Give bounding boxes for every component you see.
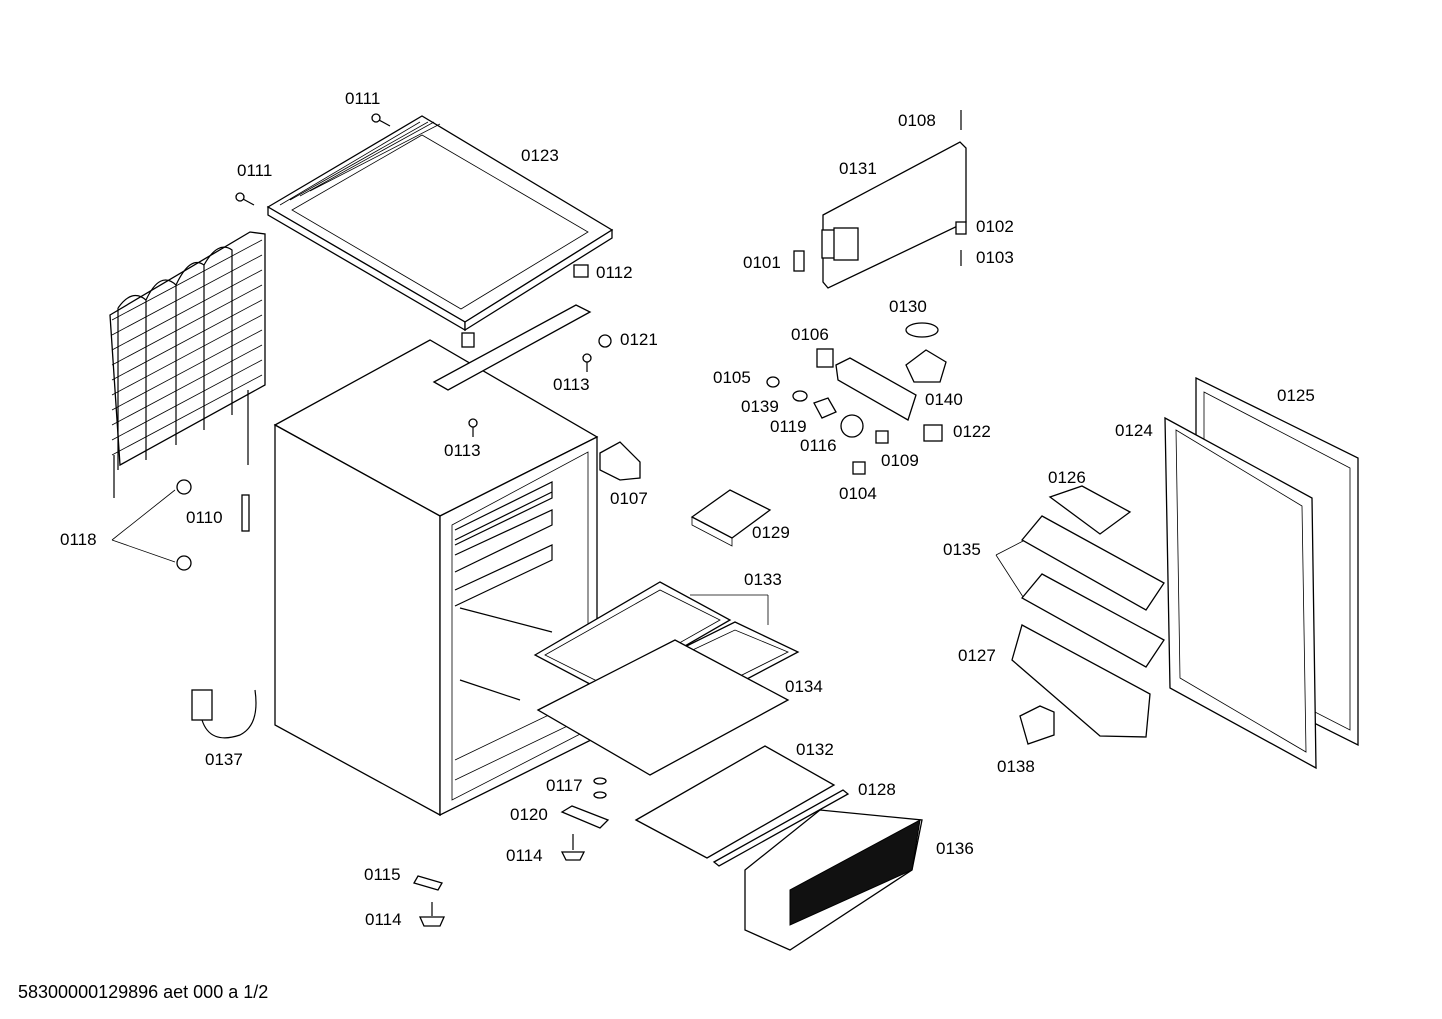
part-label-0117: 0117 bbox=[546, 776, 583, 795]
part-label-0115: 0115 bbox=[364, 865, 401, 884]
part-label-0134: 0134 bbox=[785, 677, 823, 696]
part-label-0127: 0127 bbox=[958, 646, 996, 665]
part-label-0123: 0123 bbox=[521, 146, 559, 165]
screw-0113-b bbox=[468, 418, 478, 437]
part-label-0114-right: 0114 bbox=[506, 846, 543, 865]
part-label-0119: 0119 bbox=[770, 417, 807, 436]
part-label-0129: 0129 bbox=[752, 523, 790, 542]
part-label-0112: 0112 bbox=[596, 263, 633, 282]
condenser-coil-part bbox=[109, 231, 266, 498]
part-label-0124: 0124 bbox=[1115, 421, 1153, 440]
washer-0117 bbox=[593, 777, 607, 799]
part-label-0114-left: 0114 bbox=[365, 910, 402, 929]
part-label-0118: 0118 bbox=[60, 530, 97, 549]
grommet-0118-a bbox=[176, 479, 192, 495]
hinge-bracket-part bbox=[432, 304, 612, 391]
crisper-cover-0132 bbox=[634, 745, 836, 859]
balcony-0135-b bbox=[1020, 573, 1165, 668]
cabinet-body-part bbox=[273, 339, 599, 817]
part-0138 bbox=[1019, 705, 1055, 745]
part-0101 bbox=[793, 250, 805, 272]
part-label-0128: 0128 bbox=[858, 780, 896, 799]
balcony-0135-a bbox=[1021, 515, 1165, 611]
door-seal-0124 bbox=[1164, 416, 1317, 770]
document-footer-id: 58300000129896 aet 000 a 1/2 bbox=[18, 982, 269, 1002]
part-label-0140: 0140 bbox=[925, 390, 963, 409]
part-0119 bbox=[813, 397, 837, 419]
part-label-0110: 0110 bbox=[186, 508, 223, 527]
foot-0114-a bbox=[560, 834, 586, 861]
bracket-0115 bbox=[413, 875, 443, 891]
part-label-0135: 0135 bbox=[943, 540, 981, 559]
part-label-0105: 0105 bbox=[713, 368, 751, 387]
screw-0111-left bbox=[235, 192, 255, 206]
part-label-0104: 0104 bbox=[839, 484, 877, 503]
part-label-0126: 0126 bbox=[1048, 468, 1086, 487]
part-label-0139: 0139 bbox=[741, 397, 779, 416]
part-label-0107: 0107 bbox=[610, 489, 648, 508]
part-label-0113-center: 0113 bbox=[444, 441, 481, 460]
crisper-drawer-0136 bbox=[744, 809, 923, 951]
foot-0114-b bbox=[418, 902, 446, 927]
screw-0111-top bbox=[371, 113, 391, 127]
part-0102 bbox=[955, 221, 967, 235]
part-0139 bbox=[792, 390, 808, 402]
part-label-0132: 0132 bbox=[796, 740, 834, 759]
part-label-0136: 0136 bbox=[936, 839, 974, 858]
part-label-0101: 0101 bbox=[743, 253, 781, 272]
lamp-housing-0106 bbox=[816, 348, 917, 421]
capillary-0110 bbox=[241, 494, 250, 532]
part-label-0125: 0125 bbox=[1277, 386, 1315, 405]
part-label-0106: 0106 bbox=[791, 325, 829, 344]
part-label-0109: 0109 bbox=[881, 451, 919, 470]
switch-0109 bbox=[875, 430, 889, 444]
strip-0128 bbox=[712, 789, 850, 867]
thermostat-0130 bbox=[905, 322, 939, 338]
lamp-0105 bbox=[766, 376, 780, 388]
thermostat-0140 bbox=[905, 349, 947, 383]
part-label-0133: 0133 bbox=[744, 570, 782, 589]
balcony-0127 bbox=[1011, 624, 1151, 738]
part-label-0120: 0120 bbox=[510, 805, 548, 824]
glass-shelf-lower bbox=[536, 639, 790, 776]
top-cover-part bbox=[266, 115, 614, 348]
egg-holder-0126 bbox=[1048, 485, 1132, 535]
part-label-0108: 0108 bbox=[898, 111, 936, 130]
grommet-0118-b bbox=[176, 555, 192, 571]
cover-plate-0107 bbox=[599, 441, 641, 481]
part-label-0121: 0121 bbox=[620, 330, 658, 349]
glass-shelf-0133 bbox=[533, 581, 732, 693]
part-0104 bbox=[852, 461, 866, 475]
part-label-0137: 0137 bbox=[205, 750, 243, 769]
part-label-0111-left: 0111 bbox=[237, 161, 273, 180]
part-0122 bbox=[923, 424, 943, 442]
egg-tray-0129 bbox=[690, 489, 772, 547]
part-label-0138: 0138 bbox=[997, 757, 1035, 776]
part-label-0111-top: 0111 bbox=[345, 89, 381, 108]
knob-0116 bbox=[840, 414, 864, 438]
power-cord-part bbox=[191, 689, 257, 739]
part-label-0131: 0131 bbox=[839, 159, 877, 178]
part-label-0103: 0103 bbox=[976, 248, 1014, 267]
bracket-0120 bbox=[560, 805, 610, 829]
part-label-0116: 0116 bbox=[800, 436, 837, 455]
part-label-0130: 0130 bbox=[889, 297, 927, 316]
leader-lines bbox=[111, 489, 1026, 625]
part-label-0122: 0122 bbox=[953, 422, 991, 441]
clip-0112 bbox=[573, 264, 589, 278]
part-label-0113-right: 0113 bbox=[553, 375, 590, 394]
screw-0113-a bbox=[582, 353, 592, 372]
part-label-0102: 0102 bbox=[976, 217, 1014, 236]
